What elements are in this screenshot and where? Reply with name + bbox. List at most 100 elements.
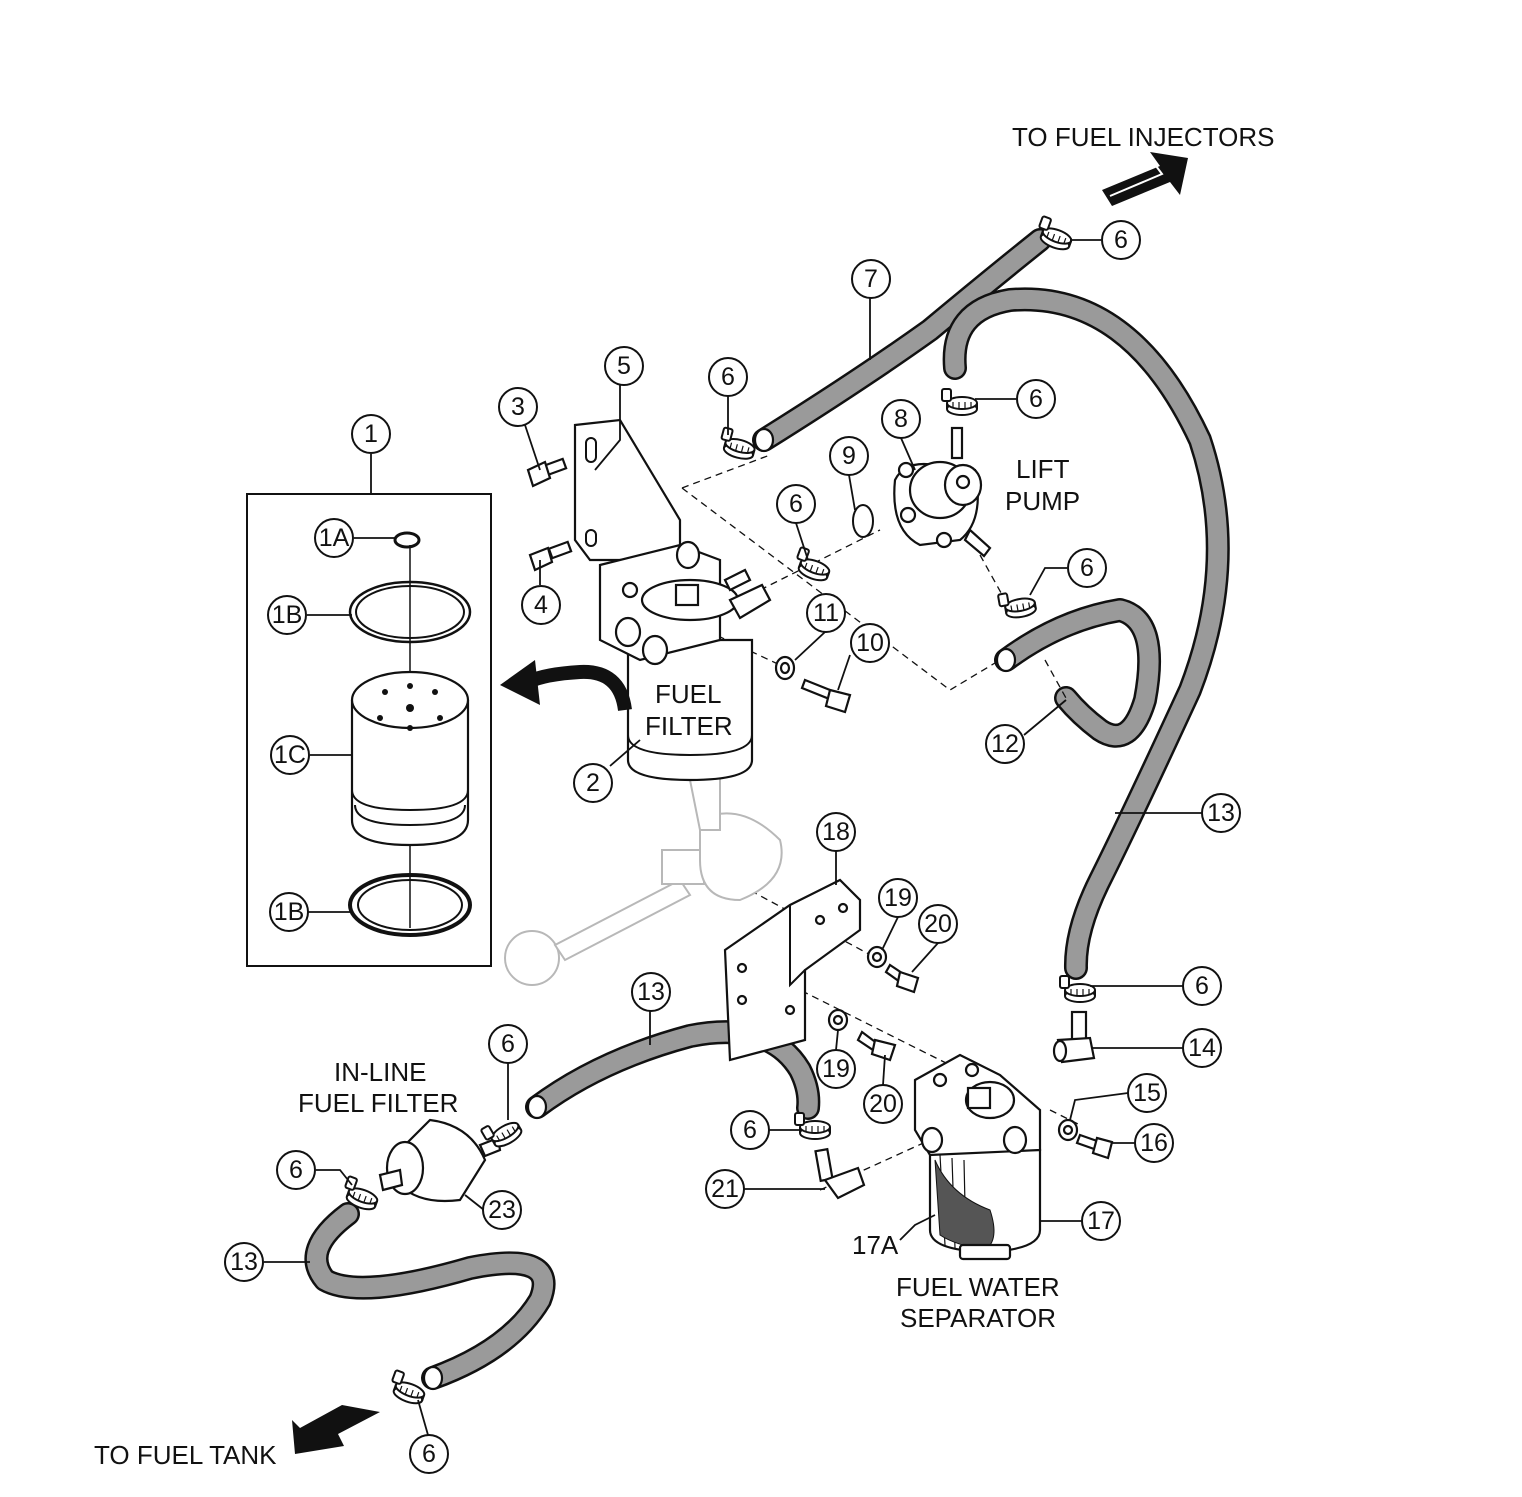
svg-text:6: 6 bbox=[1029, 385, 1043, 413]
callout-1a: 1A bbox=[314, 518, 354, 558]
fuel-filter-assembly bbox=[573, 418, 772, 782]
svg-text:6: 6 bbox=[743, 1116, 757, 1144]
callout-4: 4 bbox=[521, 585, 561, 625]
inline-filter-label-line2: FUEL FILTER bbox=[298, 1088, 458, 1118]
fuel-filter-label-line1: FUEL bbox=[655, 679, 721, 709]
callout-17: 17 bbox=[1081, 1201, 1121, 1241]
svg-text:21: 21 bbox=[711, 1175, 739, 1203]
lift-pump-assembly bbox=[852, 426, 992, 558]
callout-6-right-lower: 6 bbox=[1182, 966, 1222, 1006]
callout-5: 5 bbox=[604, 346, 644, 386]
svg-text:10: 10 bbox=[856, 629, 884, 657]
svg-text:2: 2 bbox=[586, 769, 600, 797]
svg-text:23: 23 bbox=[488, 1196, 516, 1224]
svg-text:12: 12 bbox=[991, 730, 1019, 758]
to-fuel-tank-label: TO FUEL TANK bbox=[94, 1440, 277, 1470]
svg-text:17: 17 bbox=[1087, 1207, 1115, 1235]
to-fuel-injectors-label: TO FUEL INJECTORS bbox=[1012, 122, 1274, 152]
callout-6-pump-top: 6 bbox=[1016, 379, 1056, 419]
clamp-hose-7 bbox=[716, 426, 760, 463]
callout-6-inline: 6 bbox=[488, 1024, 528, 1064]
callout-11: 11 bbox=[806, 593, 846, 633]
callout-18: 18 bbox=[816, 812, 856, 852]
engine-mount-ghost bbox=[504, 768, 783, 986]
svg-text:6: 6 bbox=[1114, 226, 1128, 254]
hose-7 bbox=[752, 228, 1052, 453]
bolt-10 bbox=[800, 678, 852, 714]
gasket-1b-bottom bbox=[348, 873, 472, 937]
separator-label-line1: FUEL WATER bbox=[896, 1272, 1060, 1302]
bracket-5 bbox=[573, 418, 682, 562]
hose-13-right bbox=[942, 287, 1230, 980]
hose-12 bbox=[994, 598, 1162, 748]
svg-text:6: 6 bbox=[1080, 554, 1094, 582]
svg-text:9: 9 bbox=[842, 442, 856, 470]
separator-label-line2: SEPARATOR bbox=[900, 1303, 1056, 1333]
callout-6-top-right: 6 bbox=[1101, 220, 1141, 260]
hose-7-fill bbox=[754, 230, 1050, 450]
svg-text:1B: 1B bbox=[274, 898, 305, 926]
bolt-20-upper bbox=[884, 963, 920, 994]
hose-13-middle bbox=[525, 1020, 821, 1120]
o-ring-1a bbox=[393, 531, 421, 549]
bolt-20-lower bbox=[856, 1030, 897, 1062]
arrow-up-right-icon bbox=[1102, 152, 1188, 206]
svg-text:19: 19 bbox=[822, 1055, 850, 1083]
callout-6-elbow: 6 bbox=[730, 1110, 770, 1150]
svg-text:11: 11 bbox=[813, 599, 839, 627]
bracket-18 bbox=[723, 878, 862, 1062]
callout-6-pump-bottom: 6 bbox=[1067, 548, 1107, 588]
callout-20-upper: 20 bbox=[918, 904, 958, 944]
callout-10: 10 bbox=[850, 623, 890, 663]
washer-11 bbox=[774, 655, 796, 681]
fitting-21 bbox=[814, 1147, 866, 1200]
svg-text:6: 6 bbox=[289, 1156, 303, 1184]
inline-filter-label-line1: IN-LINE bbox=[334, 1057, 426, 1087]
callout-12: 12 bbox=[985, 724, 1025, 764]
lift-pump-label-line1: LIFT bbox=[1016, 454, 1070, 484]
part-17a-label: 17A bbox=[852, 1230, 899, 1260]
callout-6-inline-left: 6 bbox=[276, 1150, 316, 1190]
svg-text:18: 18 bbox=[822, 818, 850, 846]
svg-text:6: 6 bbox=[1195, 972, 1209, 1000]
bolt-3 bbox=[526, 457, 568, 488]
callout-2: 2 bbox=[573, 763, 613, 803]
callout-19-upper: 19 bbox=[878, 878, 918, 918]
curved-arrow-left-icon bbox=[500, 660, 632, 712]
svg-text:8: 8 bbox=[894, 405, 908, 433]
svg-text:19: 19 bbox=[884, 884, 912, 912]
svg-text:14: 14 bbox=[1188, 1034, 1216, 1062]
fuel-filter-bowl-2 bbox=[626, 638, 754, 782]
o-ring-9 bbox=[852, 504, 874, 538]
leader-lines bbox=[264, 239, 1202, 1436]
clamp-filter-outlet bbox=[791, 546, 835, 585]
svg-text:6: 6 bbox=[422, 1440, 436, 1468]
fuel-water-separator bbox=[913, 1053, 1042, 1261]
svg-text:15: 15 bbox=[1133, 1079, 1161, 1107]
arrow-down-left-icon bbox=[292, 1405, 380, 1454]
callout-14: 14 bbox=[1182, 1028, 1222, 1068]
callout-1: 1 bbox=[351, 414, 391, 454]
callout-16: 16 bbox=[1134, 1123, 1174, 1163]
washer-19-upper bbox=[866, 945, 888, 969]
svg-text:5: 5 bbox=[617, 352, 631, 380]
svg-text:13: 13 bbox=[1207, 799, 1235, 827]
callout-7: 7 bbox=[851, 259, 891, 299]
lift-pump-label-line2: PUMP bbox=[1005, 486, 1080, 516]
fitting-14 bbox=[1052, 1010, 1096, 1064]
svg-text:3: 3 bbox=[511, 393, 525, 421]
svg-text:20: 20 bbox=[869, 1090, 897, 1118]
callout-1b-top: 1B bbox=[267, 595, 307, 635]
svg-text:1: 1 bbox=[364, 420, 378, 448]
svg-text:20: 20 bbox=[924, 910, 952, 938]
callout-20-lower: 20 bbox=[863, 1084, 903, 1124]
bolt-16 bbox=[1075, 1133, 1114, 1160]
svg-text:7: 7 bbox=[864, 265, 878, 293]
washer-19-lower bbox=[827, 1008, 849, 1032]
svg-text:6: 6 bbox=[789, 490, 803, 518]
svg-text:13: 13 bbox=[230, 1248, 258, 1276]
callout-6-filter: 6 bbox=[776, 484, 816, 524]
svg-text:6: 6 bbox=[501, 1030, 515, 1058]
